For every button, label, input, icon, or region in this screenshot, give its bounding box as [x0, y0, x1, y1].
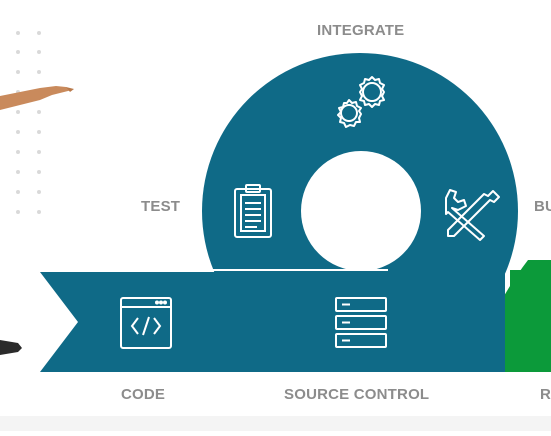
gears-icon — [337, 76, 385, 128]
stage-label-test: TEST — [141, 198, 181, 215]
dot-grid — [16, 31, 41, 214]
stage-label-code: CODE — [121, 386, 166, 403]
wrench-screwdriver-icon — [445, 189, 500, 241]
footer-band — [0, 416, 551, 431]
stage-label-integrate: INTEGRATE — [317, 22, 405, 39]
release-band-fill — [510, 270, 551, 372]
laptop-edge — [0, 340, 22, 355]
stage-label-source-control: SOURCE CONTROL — [284, 386, 430, 403]
pointing-arm — [0, 86, 74, 110]
loop-center — [301, 151, 421, 271]
pipeline-arrow-band — [40, 272, 505, 372]
server-stack-icon — [335, 297, 387, 348]
code-window-icon — [120, 297, 172, 349]
stage-label-build: BU — [534, 198, 551, 215]
clipboard-icon — [234, 184, 272, 238]
stage-label-release: R — [540, 386, 551, 403]
